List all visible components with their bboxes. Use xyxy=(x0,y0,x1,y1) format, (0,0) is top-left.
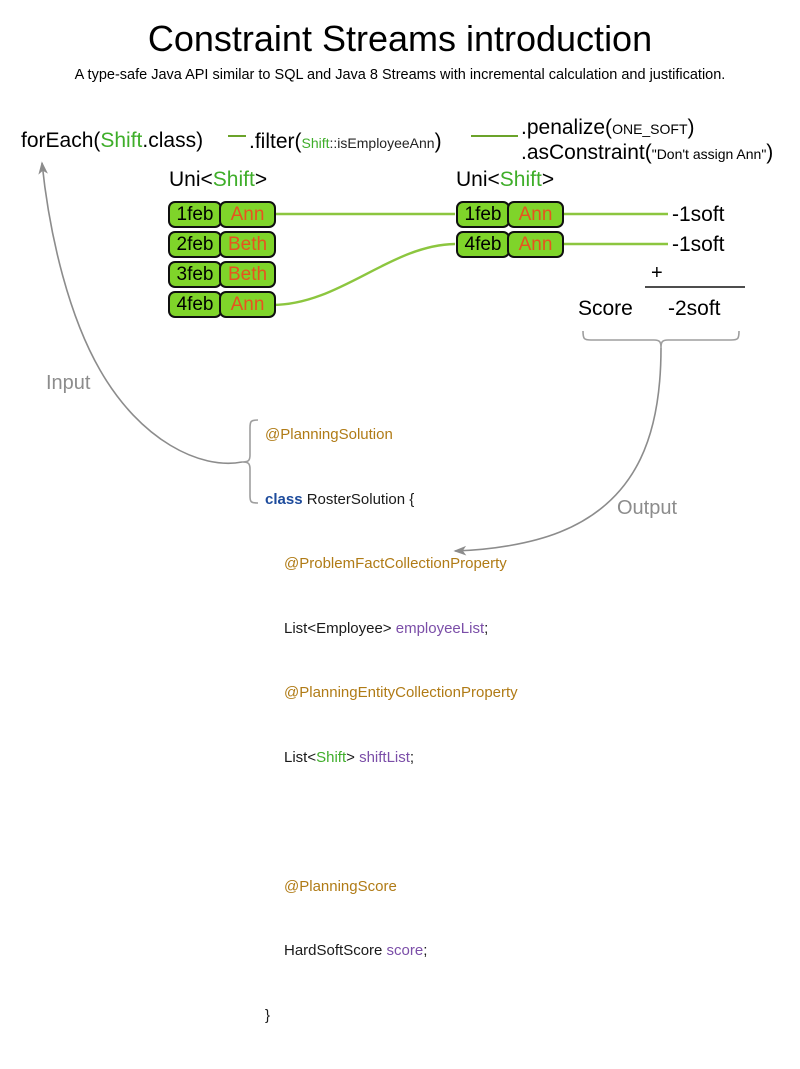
tuple-chip[interactable]: 4feb Ann xyxy=(456,231,564,258)
uni-right-type: Shift xyxy=(499,168,542,191)
chip-date: 2feb xyxy=(168,231,222,258)
foreach-tail: .class) xyxy=(142,129,204,152)
chip-date: 1feb xyxy=(168,201,222,228)
tuple-chip[interactable]: 1feb Ann xyxy=(456,201,564,228)
code-class-decl: RosterSolution { xyxy=(302,490,415,508)
code-blank-line xyxy=(265,811,518,833)
filter-arg-rest: ::isEmployeeAnn xyxy=(329,135,435,151)
code-type-mid: > xyxy=(346,748,360,766)
uni-left-prefix: Uni< xyxy=(169,168,213,191)
code-line: List<Shift> shiftList; xyxy=(265,747,518,769)
code-block: @PlanningSolution class RosterSolution {… xyxy=(265,381,518,1069)
pipeline-step-asconstraint: .asConstraint("Don't assign Ann") xyxy=(521,142,773,163)
code-semicolon: ; xyxy=(409,748,415,766)
code-annotation: @PlanningScore xyxy=(284,877,397,895)
code-line: @ProblemFactCollectionProperty xyxy=(265,553,518,575)
uni-right-prefix: Uni< xyxy=(456,168,500,191)
asconstraint-tail: ) xyxy=(766,141,774,164)
foreach-type: Shift xyxy=(100,129,143,152)
code-line: } xyxy=(265,1005,518,1027)
slide-canvas: Constraint Streams introduction A type-s… xyxy=(21,18,773,1024)
code-line: class RosterSolution { xyxy=(265,489,518,511)
penalty-value: -1soft xyxy=(672,233,725,256)
code-annotation: @PlanningEntityCollectionProperty xyxy=(284,684,518,701)
penalty-value: -1soft xyxy=(672,203,725,226)
tuple-chip[interactable]: 3feb Beth xyxy=(168,261,276,288)
chip-name: Ann xyxy=(507,231,564,258)
chip-date: 4feb xyxy=(456,231,510,258)
code-close-brace: } xyxy=(265,1006,271,1024)
code-generic-type: Shift xyxy=(316,748,347,766)
code-semicolon: ; xyxy=(423,942,428,959)
score-brace xyxy=(582,330,740,349)
chip-date: 4feb xyxy=(168,291,222,318)
chip-name: Beth xyxy=(219,261,276,288)
tuple-chip[interactable]: 4feb Ann xyxy=(168,291,276,318)
uni-right-suffix: > xyxy=(541,168,555,191)
chip-name: Ann xyxy=(219,201,276,228)
code-field: shiftList xyxy=(359,748,410,766)
asconstraint-method: .asConstraint( xyxy=(521,141,652,164)
uni-left-type: Shift xyxy=(212,168,255,191)
chip-name: Ann xyxy=(219,291,276,318)
stream-label-left: Uni<Shift> xyxy=(169,168,267,192)
code-line: @PlanningSolution xyxy=(265,424,518,446)
asconstraint-arg: "Don't assign Ann" xyxy=(651,146,767,162)
filter-tail: ) xyxy=(434,130,442,153)
page-title: Constraint Streams introduction xyxy=(147,18,653,59)
penalize-method: .penalize( xyxy=(521,116,613,139)
code-line: @PlanningEntityCollectionProperty xyxy=(265,682,518,704)
output-label: Output xyxy=(617,497,678,519)
code-field: employeeList xyxy=(395,619,485,637)
code-annotation: @PlanningSolution xyxy=(265,426,393,443)
pipeline-step-filter: .filter(Shift::isEmployeeAnn) xyxy=(249,131,442,152)
input-label: Input xyxy=(46,372,91,394)
code-type: List<Employee> xyxy=(284,619,396,637)
score-total: -2soft xyxy=(668,297,721,320)
penalize-tail: ) xyxy=(687,116,695,139)
code-type-pre: List< xyxy=(284,748,317,766)
code-type: HardSoftScore xyxy=(284,942,387,959)
filter-method: .filter( xyxy=(249,130,302,153)
foreach-method: forEach( xyxy=(21,129,101,152)
code-fields-brace xyxy=(241,419,259,504)
tuple-chip[interactable]: 1feb Ann xyxy=(168,201,276,228)
sum-divider xyxy=(645,286,745,288)
sum-operator: + xyxy=(651,262,663,284)
code-annotation: @ProblemFactCollectionProperty xyxy=(284,555,507,572)
code-field: score xyxy=(386,942,424,959)
code-semicolon: ; xyxy=(484,619,489,637)
code-line: @PlanningScore xyxy=(265,876,518,898)
code-line: HardSoftScore score; xyxy=(265,940,518,962)
code-line: List<Employee> employeeList; xyxy=(265,618,518,640)
stream-label-right: Uni<Shift> xyxy=(456,168,554,192)
pipeline-step-penalize: .penalize(ONE_SOFT) xyxy=(521,117,695,138)
penalize-arg: ONE_SOFT xyxy=(612,121,688,137)
page-subtitle: A type-safe Java API similar to SQL and … xyxy=(74,67,726,83)
uni-left-suffix: > xyxy=(254,168,268,191)
chip-date: 3feb xyxy=(168,261,222,288)
tuple-chip[interactable]: 2feb Beth xyxy=(168,231,276,258)
score-label: Score xyxy=(578,297,633,320)
chip-name: Beth xyxy=(219,231,276,258)
filter-arg-type: Shift xyxy=(301,135,330,151)
tuple-connector-2 xyxy=(271,242,456,307)
chip-date: 1feb xyxy=(456,201,510,228)
pipeline-step-foreach: forEach(Shift.class) xyxy=(21,130,203,151)
code-keyword: class xyxy=(265,490,303,508)
chip-name: Ann xyxy=(507,201,564,228)
